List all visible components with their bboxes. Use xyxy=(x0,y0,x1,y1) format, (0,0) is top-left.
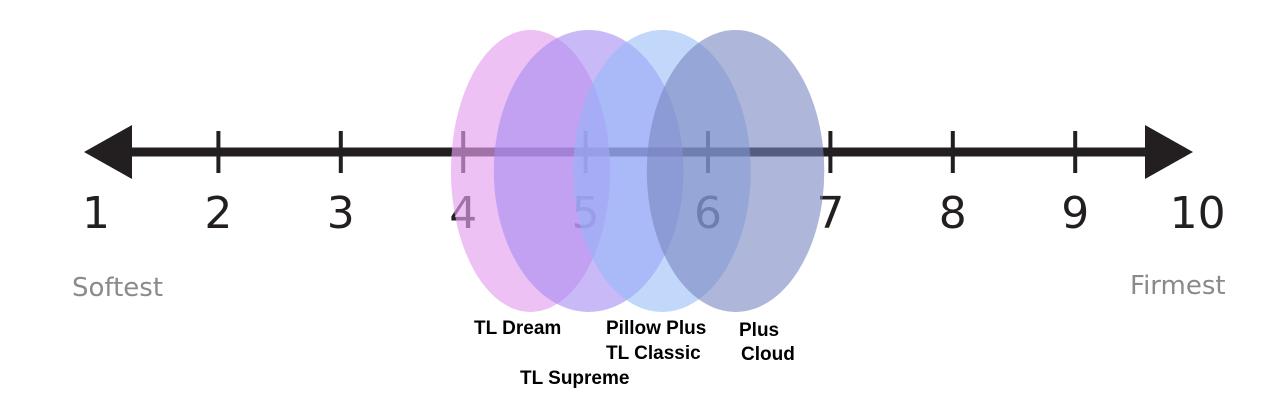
firmness-ranges xyxy=(450,30,825,312)
label-pillow-plus: Pillow Plus xyxy=(606,318,706,339)
right-arrow-icon xyxy=(1145,125,1193,179)
labels-layer: Softest Firmest TL Dream TL Supreme Pill… xyxy=(72,271,1226,389)
tick-label-9: 9 xyxy=(1061,188,1089,239)
tick-label-2: 2 xyxy=(204,188,232,239)
label-tl-dream: TL Dream xyxy=(474,318,561,339)
tick-label-10: 10 xyxy=(1170,188,1226,239)
firmest-label: Firmest xyxy=(1130,271,1226,301)
label-plus: Plus xyxy=(739,320,779,341)
softest-label: Softest xyxy=(72,273,163,303)
tick-label-8: 8 xyxy=(939,188,967,239)
left-arrow-icon xyxy=(84,125,132,179)
range-ellipse-plus-cloud xyxy=(646,30,825,312)
label-cloud: Cloud xyxy=(741,344,795,365)
label-tl-classic: TL Classic xyxy=(606,343,701,364)
label-tl-supreme: TL Supreme xyxy=(520,368,629,389)
tick-label-1: 1 xyxy=(82,188,110,239)
tick-label-3: 3 xyxy=(327,188,355,239)
